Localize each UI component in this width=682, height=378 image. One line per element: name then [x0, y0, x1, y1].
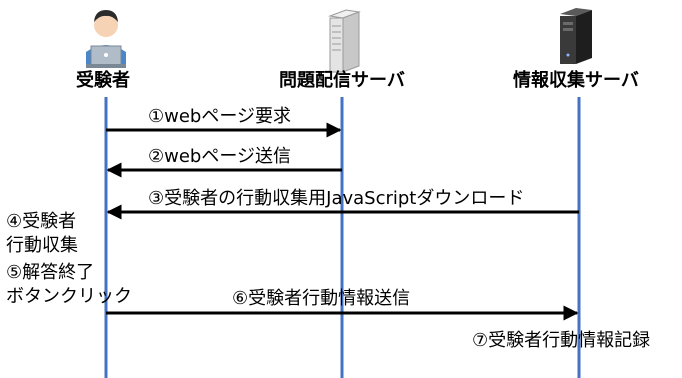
message-webpage-send: ②webページ送信: [148, 146, 291, 167]
message-webpage-request: ①webページ要求: [148, 106, 291, 127]
actor-label-examinee: 受験者: [76, 70, 130, 91]
delivery-server-icon: [328, 9, 361, 73]
note-answer-finish-line2: ボタンクリック: [6, 286, 132, 307]
actor-label-collection-server: 情報収集サーバ: [513, 70, 639, 91]
message-behavior-send: ⑥受験者行動情報送信: [232, 288, 411, 309]
note-behavior-collect-line2: 行動収集: [6, 235, 78, 256]
collection-server-icon: [560, 8, 592, 64]
examinee-person-icon: [86, 10, 126, 68]
note-behavior-collect-line1: ④受験者: [6, 211, 77, 232]
actor-label-delivery-server: 問題配信サーバ: [279, 70, 405, 91]
note-behavior-record: ⑦受験者行動情報記録: [472, 330, 651, 351]
note-answer-finish-line1: ⑤解答終了: [6, 262, 95, 283]
message-js-download: ③受験者の行動収集用JavaScriptダウンロード: [148, 188, 525, 209]
